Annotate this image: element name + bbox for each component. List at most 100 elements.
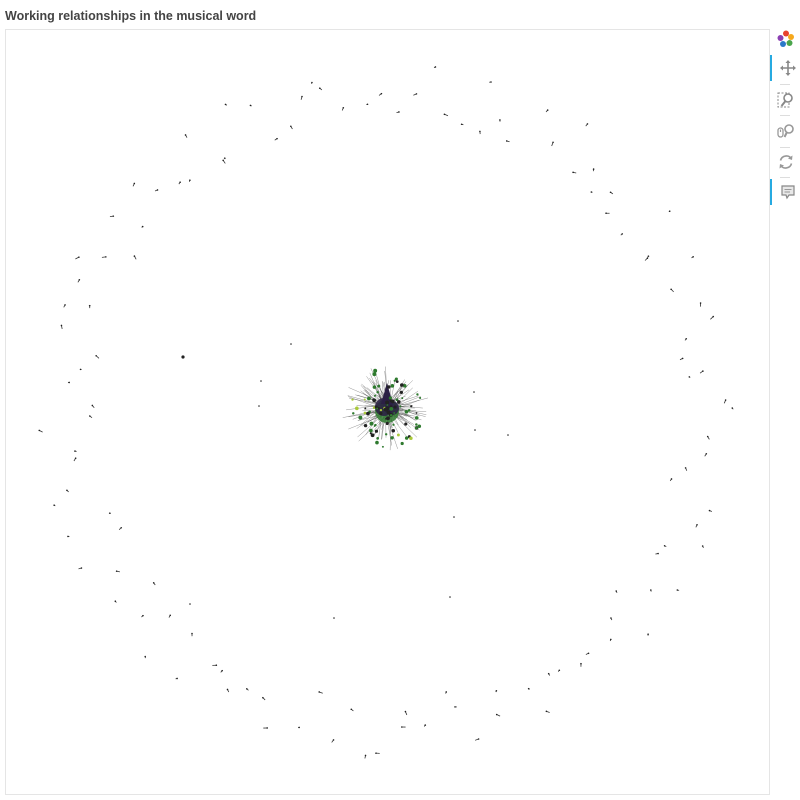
satellite-node (66, 489, 68, 492)
satellite-node (646, 257, 649, 260)
satellite-node (685, 338, 688, 340)
satellite-node (587, 652, 590, 655)
cluster-node (367, 396, 371, 401)
satellite-node (699, 302, 702, 304)
satellite-node (80, 567, 83, 569)
cluster-node (386, 410, 391, 415)
satellite-node (668, 210, 671, 212)
cluster-node (395, 380, 399, 384)
satellite-node (95, 354, 97, 357)
component-node (453, 516, 455, 518)
cluster-node (389, 407, 394, 411)
cluster-node (358, 415, 363, 420)
satellite-node (580, 662, 582, 665)
cluster-node (410, 405, 413, 408)
cluster-node (377, 384, 381, 388)
satellite-node (647, 255, 650, 257)
satellite-node (547, 672, 550, 675)
satellite-node (702, 370, 704, 372)
satellite-node (731, 407, 734, 409)
satellite-node (114, 600, 117, 603)
cluster-node (373, 394, 377, 397)
satellite-node (477, 738, 480, 740)
toolbar-divider (780, 84, 790, 85)
cluster-node (393, 379, 396, 382)
hover-icon (781, 185, 795, 200)
cluster-node (373, 368, 378, 373)
satellite-node (681, 357, 684, 360)
cluster-node (369, 428, 373, 433)
satellite-node (670, 478, 673, 480)
cluster-node (379, 408, 383, 412)
satellite-node (141, 225, 144, 228)
satellite-node (586, 123, 589, 125)
satellite-node (398, 111, 400, 113)
cluster-node (375, 440, 379, 445)
satellite-node (615, 590, 618, 592)
cluster-node (394, 377, 398, 381)
reset-icon (779, 155, 793, 169)
satellite-node (179, 181, 181, 184)
satellite-node (169, 614, 172, 617)
cluster-node (384, 433, 388, 436)
satellite-node (663, 544, 666, 547)
cluster-node (390, 436, 394, 440)
satellite-node (558, 669, 561, 672)
satellite-node (495, 713, 498, 716)
cluster-node (376, 437, 380, 440)
component-node (507, 434, 509, 436)
component-node (258, 405, 260, 407)
satellite-node (74, 457, 77, 459)
network-plot[interactable] (5, 29, 770, 795)
component-node (290, 343, 292, 345)
satellite-node (108, 512, 111, 514)
box-zoom-tool-button[interactable] (770, 87, 800, 113)
cluster-node (392, 423, 395, 426)
satellite-node (724, 399, 727, 401)
satellite-node (67, 535, 69, 538)
satellite-node (290, 125, 292, 128)
satellite-node (262, 696, 264, 699)
cluster-node (370, 433, 375, 438)
wheel-zoom-tool-button[interactable] (770, 118, 800, 144)
pan-tool-button[interactable] (770, 55, 800, 81)
satellite-node (454, 706, 456, 708)
bokeh-logo-icon[interactable] (770, 26, 800, 52)
satellite-node (78, 256, 80, 258)
satellite-node (144, 655, 147, 658)
cluster-node (373, 425, 376, 427)
cluster-node (386, 416, 390, 421)
satellite-node (191, 632, 193, 635)
cluster-node (374, 429, 379, 433)
cluster-node (385, 421, 389, 426)
satellite-node (176, 677, 178, 680)
satellite-node (404, 710, 407, 713)
satellite-node (266, 727, 268, 729)
reset-tool-button[interactable] (770, 149, 800, 175)
satellite-node (692, 255, 694, 258)
cluster-node (379, 411, 383, 416)
cluster-node (416, 393, 419, 396)
satellite-node (490, 81, 492, 83)
cluster-node (381, 445, 384, 448)
cluster-node (372, 372, 377, 377)
satellite-node (505, 140, 508, 142)
satellite-node (222, 159, 224, 162)
satellite-node (605, 212, 607, 215)
satellite-node (223, 157, 226, 159)
cluster-node (409, 436, 413, 441)
cluster-node (415, 412, 418, 414)
hover-tool-button[interactable] (770, 179, 800, 205)
satellite-node (142, 614, 144, 617)
satellite-node (105, 256, 107, 258)
satellite-node (609, 191, 612, 194)
toolbar-divider (780, 115, 790, 116)
satellite-node (401, 726, 403, 728)
satellite-node (610, 638, 612, 641)
satellite-node (696, 524, 698, 526)
satellite-node (246, 688, 248, 690)
satellite-node (545, 710, 548, 713)
satellite-node (38, 429, 41, 432)
satellite-node (364, 754, 367, 757)
satellite-node (215, 664, 218, 667)
